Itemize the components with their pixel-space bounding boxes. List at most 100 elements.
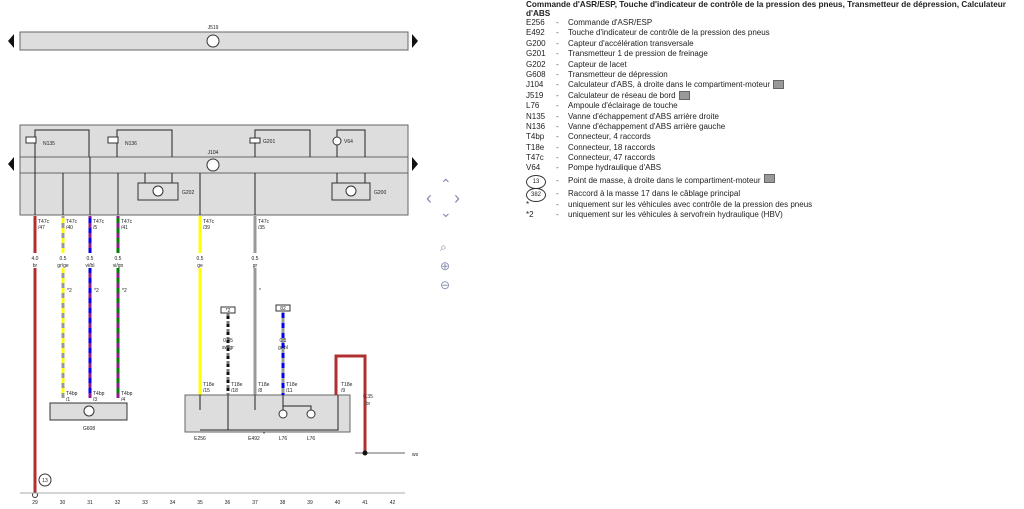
swgr-ref: *2 <box>226 308 231 314</box>
column-number: 31 <box>87 500 93 506</box>
separator: - <box>556 132 559 142</box>
legend-item: G200-Capteur d'accélération transversale <box>526 39 1021 49</box>
t4bp-conn: T4bp <box>66 391 78 397</box>
scroll-right-arrow-icon[interactable] <box>412 34 418 48</box>
legend-code-text: N135 <box>526 111 546 121</box>
separator: - <box>556 49 559 59</box>
control-unit-symbol-icon <box>206 34 220 48</box>
wire-note: *2 <box>122 288 127 294</box>
t18e-pin: /18 <box>231 388 238 394</box>
legend-code: N136 <box>526 122 556 132</box>
zoom-out-button[interactable]: ⊖ <box>440 278 451 292</box>
wire-size: 0.35 <box>363 394 373 400</box>
legend-item: J519-Calculateur de réseau de bord <box>526 90 1021 101</box>
e492-label: E492 <box>248 436 260 442</box>
legend-item: * -uniquement sur les véhicules avec cont… <box>526 200 1021 210</box>
legend-code: 13 <box>526 174 556 189</box>
scroll-right-arrow-icon[interactable] <box>412 157 418 171</box>
legend-text: Transmetteur 1 de pression de freinage <box>568 49 708 59</box>
legend-item: T47c-Connecteur, 47 raccords <box>526 153 1021 163</box>
wire-conn: T47c <box>203 219 215 225</box>
n136-label: N136 <box>125 141 137 147</box>
wire-size: 0.5 <box>115 256 122 262</box>
wire-size: 4.0 <box>32 256 39 262</box>
wire-color: gr <box>253 263 258 269</box>
legend-code-text: N136 <box>526 121 546 131</box>
legend-text: Ampoule d'éclairage de touche <box>568 101 678 111</box>
t18e-conn: T18e <box>231 382 243 388</box>
separator: - <box>556 199 559 209</box>
t18e-pin: /8 <box>258 388 262 394</box>
wire-color: ge <box>197 263 203 269</box>
legend-text: uniquement sur les véhicules avec contrô… <box>568 199 813 209</box>
t18e-pin: /9 <box>341 388 345 394</box>
column-number: 41 <box>362 500 368 506</box>
legend-code-text: V64 <box>526 163 541 173</box>
camera-icon[interactable] <box>763 173 775 183</box>
legend-text: Commande d'ASR/ESP <box>568 18 653 27</box>
separator: - <box>556 69 559 79</box>
t18e-conn: T18e <box>258 382 270 388</box>
column-number: 39 <box>307 500 313 506</box>
legend-code: *2 <box>526 210 556 220</box>
pan-up-button[interactable]: ⌃ <box>440 176 452 192</box>
column-number: 29 <box>32 500 38 506</box>
bulb-icon <box>278 409 288 419</box>
legend-code: J104 <box>526 80 556 90</box>
legend-item: G608-Transmetteur de dépression <box>526 70 1021 80</box>
scroll-left-arrow-icon[interactable] <box>8 157 14 171</box>
scroll-left-arrow-icon[interactable] <box>8 34 14 48</box>
wire-color: sw/gr <box>222 345 234 351</box>
pan-down-button[interactable]: ⌄ <box>440 204 452 220</box>
wire-size: 0.5 <box>60 256 67 262</box>
legend-code-text: * <box>526 199 530 209</box>
legend-code-text: G201 <box>526 49 546 59</box>
valve-icon <box>107 136 119 144</box>
legend-code-text: J104 <box>526 80 544 90</box>
pressure-sensor-icon <box>249 137 261 144</box>
pan-left-button[interactable]: ‹ <box>426 188 432 208</box>
legend-code: V64 <box>526 163 556 173</box>
legend-item: V64-Pompe hydraulique d'ABS <box>526 163 1021 173</box>
g200-label: G200 <box>374 190 386 196</box>
legend-code-text: T4bp <box>526 132 545 142</box>
legend-panel: Commande d'ASR/ESP, Touche d'indicateur … <box>526 0 1021 221</box>
wire-size: 0.5 <box>197 256 204 262</box>
t4bp-conn: T4bp <box>93 391 105 397</box>
zoom-fit-button[interactable]: ⌕ <box>440 240 447 254</box>
wire-pin: /41 <box>121 225 128 231</box>
separator: - <box>556 101 559 111</box>
column-number: 30 <box>60 500 66 506</box>
legend-item: J104-Calculateur d'ABS, à droite dans le… <box>526 80 1021 90</box>
legend-text: Connecteur, 18 raccords <box>568 142 656 152</box>
g608-label: G608 <box>83 426 95 432</box>
legend-code: T47c <box>526 153 556 163</box>
wire-pin: /39 <box>203 225 210 231</box>
camera-icon[interactable] <box>773 80 785 90</box>
separator: - <box>556 163 559 173</box>
separator: - <box>556 18 559 27</box>
legend-item: E256-Commande d'ASR/ESP <box>526 18 1021 28</box>
legend-text: Capteur de lacet <box>568 59 627 69</box>
zoom-in-button[interactable]: ⊕ <box>440 259 451 273</box>
legend-item: T4bp-Connecteur, 4 raccords <box>526 132 1021 142</box>
g202-label: G202 <box>182 190 194 196</box>
wire-conn: T47c <box>258 219 270 225</box>
separator: - <box>556 28 559 38</box>
legend-text: Calculateur d'ABS, à droite dans le comp… <box>568 80 771 90</box>
separator: - <box>556 90 559 100</box>
wire-size: 0.5 <box>280 338 287 344</box>
wire-pin: /47 <box>38 225 45 231</box>
wire-note: * <box>259 288 261 294</box>
camera-icon[interactable] <box>678 90 690 100</box>
legend-text: Calculateur de réseau de bord <box>568 90 676 100</box>
legend-code: * <box>526 200 556 210</box>
t18e-pin: /11 <box>286 388 293 394</box>
n135-label: N135 <box>43 141 55 147</box>
separator: - <box>556 111 559 121</box>
legend-text: uniquement sur les véhicules à servofrei… <box>568 210 783 220</box>
g201-label: G201 <box>263 139 275 145</box>
pan-right-button[interactable]: › <box>454 188 460 208</box>
t18e-conn: T18e <box>341 382 353 388</box>
legend-item: T18e-Connecteur, 18 raccords <box>526 143 1021 153</box>
